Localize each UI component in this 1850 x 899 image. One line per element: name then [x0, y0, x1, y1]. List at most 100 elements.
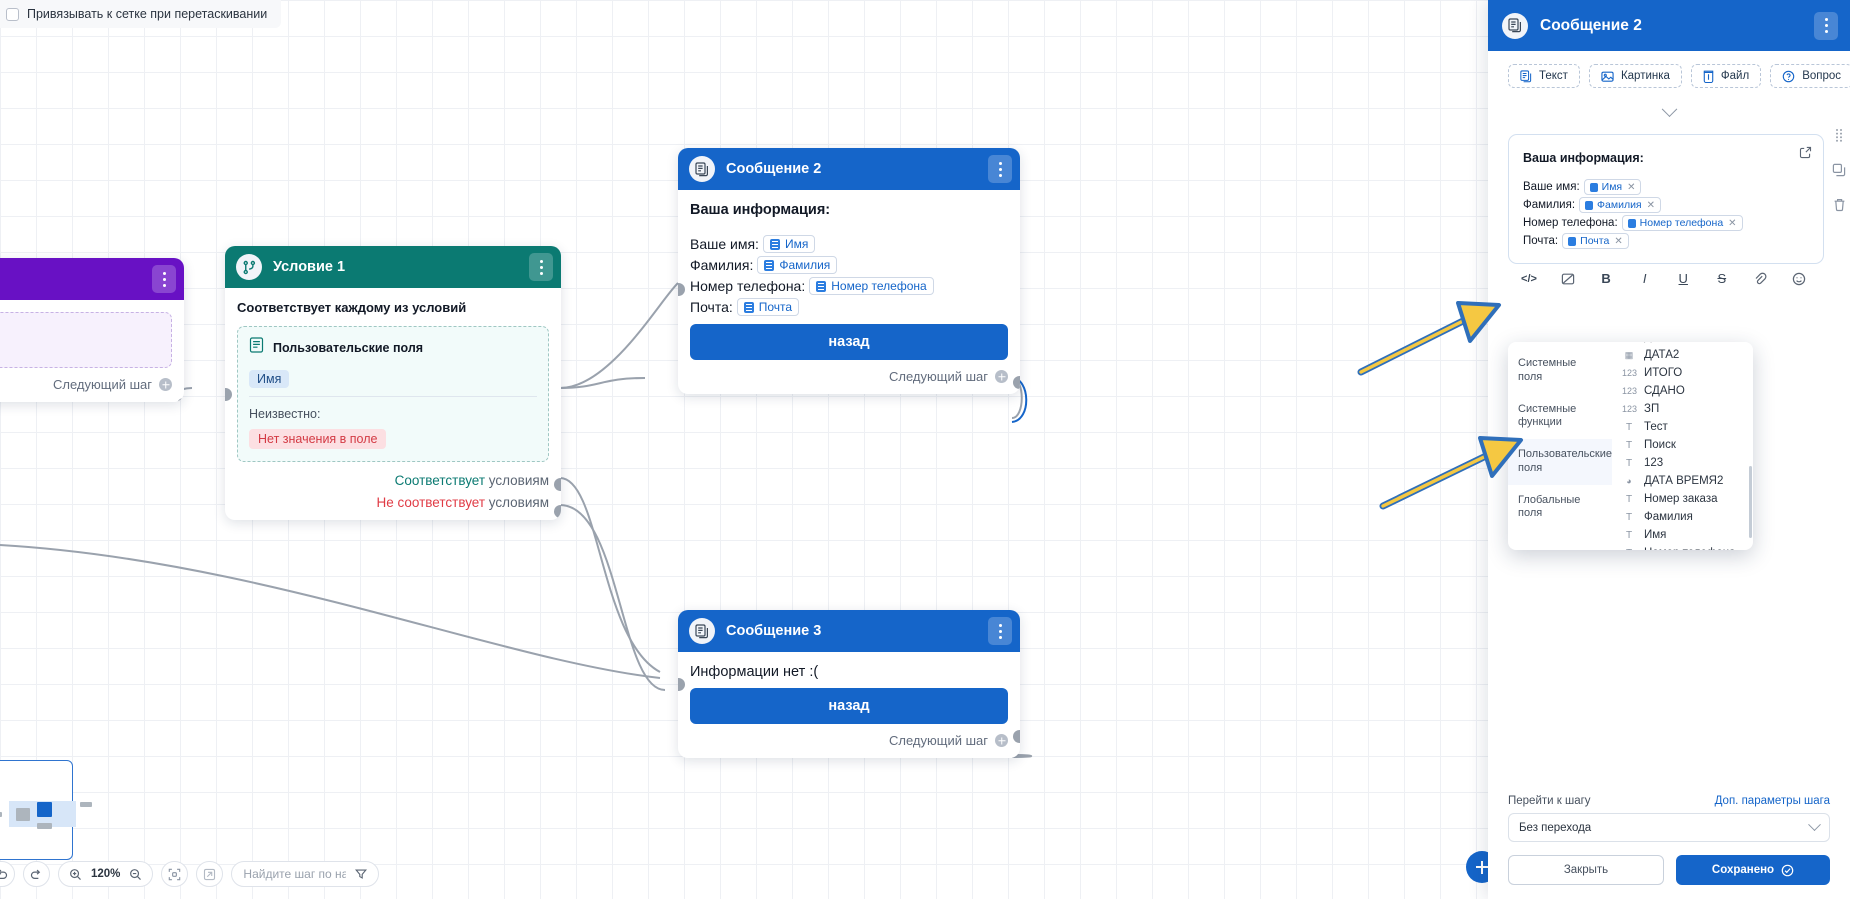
input-port[interactable]	[225, 388, 232, 401]
close-button[interactable]: Закрыть	[1508, 855, 1664, 885]
copy-icon[interactable]	[1832, 163, 1846, 182]
delete-icon[interactable]	[1833, 198, 1846, 217]
node-menu-button[interactable]	[988, 617, 1012, 645]
output-port[interactable]	[177, 398, 184, 402]
field-category-system-functions[interactable]: Системные функции	[1518, 402, 1577, 429]
output-port-yes[interactable]	[554, 478, 561, 491]
field-category-global-fields[interactable]: Глобальные поля	[1518, 493, 1581, 520]
field-chip[interactable]: Фамилия	[757, 256, 838, 274]
field-chip[interactable]: Почта✕	[1562, 233, 1629, 249]
node-header[interactable]: Условие 1	[225, 246, 561, 288]
output-port[interactable]	[1013, 376, 1020, 389]
tab-text[interactable]: Текст	[1508, 64, 1580, 88]
next-step-row[interactable]: Следующий шаг	[690, 733, 1008, 748]
node-message-2[interactable]: Сообщение 2 Ваша информация: Ваше имя: И…	[678, 148, 1020, 394]
collapse-toggle[interactable]	[1488, 100, 1850, 126]
node-header[interactable]	[0, 258, 184, 300]
field-list-scrollbar[interactable]	[1749, 466, 1752, 538]
collapse-view-button[interactable]	[196, 861, 224, 887]
field-item[interactable]: ▦ДАТА2	[1616, 346, 1749, 364]
field-chip[interactable]: Имя✕	[1583, 179, 1642, 195]
panel-menu-button[interactable]	[1814, 11, 1838, 40]
goto-step-select[interactable]: Без перехода	[1508, 813, 1830, 842]
input-port[interactable]	[678, 678, 685, 691]
field-category-system-fields[interactable]: Системные поля	[1518, 357, 1577, 383]
field-item[interactable]: ◕ДАТА ВРЕМЯ2	[1616, 472, 1749, 490]
condition-group[interactable]: Пользовательские поля Имя Неизвестно: Не…	[237, 326, 549, 462]
next-step-row[interactable]: Следующий шаг	[690, 369, 1008, 384]
message-button[interactable]: назад	[690, 688, 1008, 724]
node-header[interactable]: Сообщение 2	[678, 148, 1020, 190]
canvas-toolbar[interactable]: 120% Найдите шаг по названи	[0, 861, 380, 887]
input-port[interactable]	[678, 283, 685, 296]
strikethrough-icon[interactable]: S	[1717, 271, 1727, 286]
add-step-icon[interactable]	[159, 378, 172, 391]
underline-icon[interactable]: U	[1678, 271, 1688, 286]
save-button[interactable]: Сохранено	[1676, 855, 1830, 885]
message-button[interactable]: назад	[690, 324, 1008, 360]
next-step-row[interactable]: Следующий шаг	[0, 377, 172, 392]
field-chip[interactable]: Имя	[762, 235, 816, 253]
field-dropdown[interactable]: Системные поля Системные функции Пользов…	[1508, 342, 1753, 550]
field-item[interactable]: ◕ДАТА И ВРЕМЯ	[1616, 342, 1749, 346]
drag-handle-icon[interactable]	[1834, 128, 1844, 147]
step-search-input[interactable]: Найдите шаг по названи	[231, 861, 380, 887]
undo-button[interactable]	[0, 861, 15, 887]
condition-output-no[interactable]: Не соответствует условиям	[237, 495, 549, 510]
remove-chip-icon[interactable]: ✕	[1627, 181, 1636, 193]
node-menu-button[interactable]	[529, 253, 553, 281]
tab-label: Вопрос	[1802, 70, 1842, 82]
link-icon[interactable]	[1751, 272, 1769, 286]
zoom-control[interactable]: 120%	[58, 861, 154, 887]
node-menu-button[interactable]	[152, 265, 176, 293]
add-step-icon[interactable]	[995, 734, 1008, 747]
remove-chip-icon[interactable]: ✕	[1646, 199, 1656, 211]
output-port[interactable]	[1013, 730, 1020, 743]
snap-to-grid-row[interactable]: Привязывать к сетке при перетаскивании	[0, 0, 282, 28]
code-icon[interactable]: </>	[1521, 272, 1537, 285]
minimap[interactable]	[0, 760, 92, 860]
fit-view-button[interactable]	[161, 861, 189, 887]
condition-output-yes[interactable]: Соответствует условиям	[237, 473, 549, 488]
node-purple[interactable]: иск строк Следующий шаг	[0, 258, 184, 402]
extra-params-link[interactable]: Доп. параметры шага	[1714, 795, 1830, 807]
field-chip[interactable]: Номер телефона✕	[1621, 215, 1743, 231]
tab-file[interactable]: Файл	[1690, 64, 1762, 88]
insert-field-icon[interactable]	[1559, 272, 1577, 286]
node-condition-1[interactable]: Условие 1 Соответствует каждому из услов…	[225, 246, 561, 520]
editor-card[interactable]: Ваша информация: Ваше имя: Имя✕ Фамилия:…	[1508, 134, 1824, 264]
snap-to-grid-checkbox[interactable]	[6, 7, 19, 21]
field-category-custom-fields[interactable]: Пользовательские поля	[1508, 439, 1612, 485]
output-port-no[interactable]	[554, 505, 561, 518]
emoji-icon[interactable]	[1790, 272, 1808, 286]
node-message-3[interactable]: Сообщение 3 Информации нет :( назад След…	[678, 610, 1020, 758]
field-icon	[1568, 236, 1577, 246]
redo-button[interactable]	[23, 861, 50, 887]
remove-chip-icon[interactable]: ✕	[1728, 217, 1737, 229]
remove-chip-icon[interactable]: ✕	[1614, 235, 1623, 247]
node-header[interactable]: Сообщение 3	[678, 610, 1020, 652]
tab-image[interactable]: Картинка	[1588, 64, 1682, 88]
bold-icon[interactable]: B	[1601, 271, 1611, 286]
message-editor[interactable]: Ваша информация: Ваше имя: Имя✕ Фамилия:…	[1508, 134, 1824, 264]
field-chip[interactable]: Фамилия✕	[1579, 197, 1662, 213]
tab-question[interactable]: Вопрос	[1770, 64, 1850, 88]
field-chip[interactable]: Почта	[736, 298, 800, 316]
italic-icon[interactable]: I	[1642, 271, 1647, 286]
expand-editor-icon[interactable]	[1799, 146, 1812, 164]
text-type-icon: T	[1625, 493, 1633, 505]
node-menu-button[interactable]	[988, 155, 1012, 183]
add-step-icon[interactable]	[995, 370, 1008, 383]
field-chip[interactable]: Номер телефона	[809, 277, 934, 295]
